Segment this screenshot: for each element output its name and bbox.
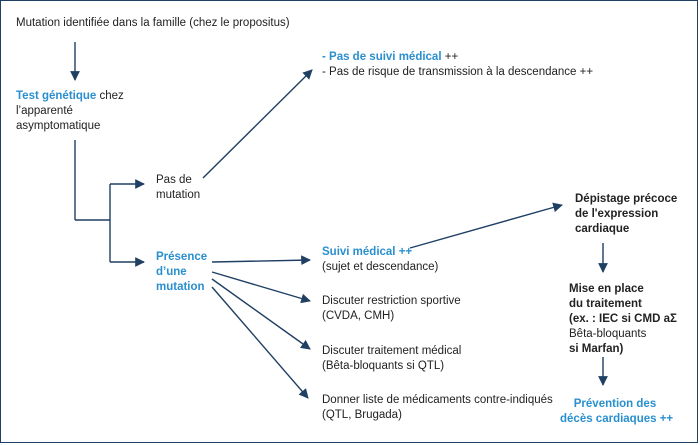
no-followup-label: - Pas de suivi médical [322,51,442,63]
genetic-test-label: Test génétique [16,90,97,102]
action-treatment-sub: (Bêta-bloquants si QTL) [322,360,445,372]
start-box: Mutation identifiée dans la famille (che… [16,16,290,31]
no-mutation-line2: mutation [156,189,201,201]
action-followup: Suivi médical ++ (sujet et descendance) [322,245,438,275]
arrow-to-treatment [211,278,311,350]
treatment-line4: Bêta-bloquants [569,328,647,340]
treatment-box: Mise en place du traitement (ex. : IEC s… [569,282,677,357]
arrow-to-sport [211,271,311,304]
treatment-line5: si Marfan) [569,343,624,355]
genetic-test-line3: asymptomatique [16,120,101,132]
treatment-line3: (ex. : IEC si CMD aΣ [569,313,677,325]
treatment-line1: Mise en place [569,283,644,295]
screening-line1: Dépistage précoce [575,193,678,205]
action-followup-sub: (sujet et descendance) [322,261,439,273]
no-followup-plus: ++ [441,51,459,63]
screening-line3: cardiaque [575,223,630,235]
action-sport-title: Discuter restriction sportive [322,295,461,307]
screening-box: Dépistage précoce de l'expression cardia… [575,192,677,237]
mutation-line3: mutation [156,281,205,293]
prevention-line1: Prévention des [573,398,657,410]
action-drug-list: Donner liste de médicaments contre-indiq… [322,393,553,423]
arrow-to-suivi [211,255,311,266]
mutation-line1: Présence [156,251,208,263]
start-text: Mutation identifiée dans la famille (che… [16,17,290,29]
action-treatment: Discuter traitement médical (Bêta-bloqua… [322,344,461,374]
action-treatment-title: Discuter traitement médical [322,345,462,357]
action-sport: Discuter restriction sportive (CVDA, CMH… [322,294,461,324]
action-sport-sub: (CVDA, CMH) [322,310,395,322]
treatment-line2: du traitement [569,298,642,310]
prevention-line2: décès cardiaques ++ [560,413,674,425]
screening-line2: de l'expression [575,208,659,220]
mutation-line2: d’une [156,266,187,278]
action-drug-list-sub: (QTL, Brugada) [322,409,402,421]
action-drug-list-title: Donner liste de médicaments contre-indiq… [322,394,553,406]
prevention-box: Prévention des décès cardiaques ++ [560,397,674,427]
mutation-box: Présence d’une mutation [156,250,207,295]
arrow-to-drug-list [211,286,309,399]
genetic-test-box: Test génétique chez l’apparenté asymptom… [16,89,124,134]
arrow-no-mutation-result [202,69,313,179]
arrow-suivi-to-screening [409,202,563,249]
no-mutation-result-box: - Pas de suivi médical ++ - Pas de risqu… [322,50,593,80]
genetic-test-line2: l’apparenté [16,105,73,117]
no-mutation-line1: Pas de [156,174,192,186]
action-followup-title: Suivi médical ++ [322,246,413,258]
no-transmission-label: - Pas de risque de transmission à la des… [322,66,594,78]
no-mutation-box: Pas de mutation [156,173,200,203]
genetic-test-label-rest: chez [96,90,124,102]
